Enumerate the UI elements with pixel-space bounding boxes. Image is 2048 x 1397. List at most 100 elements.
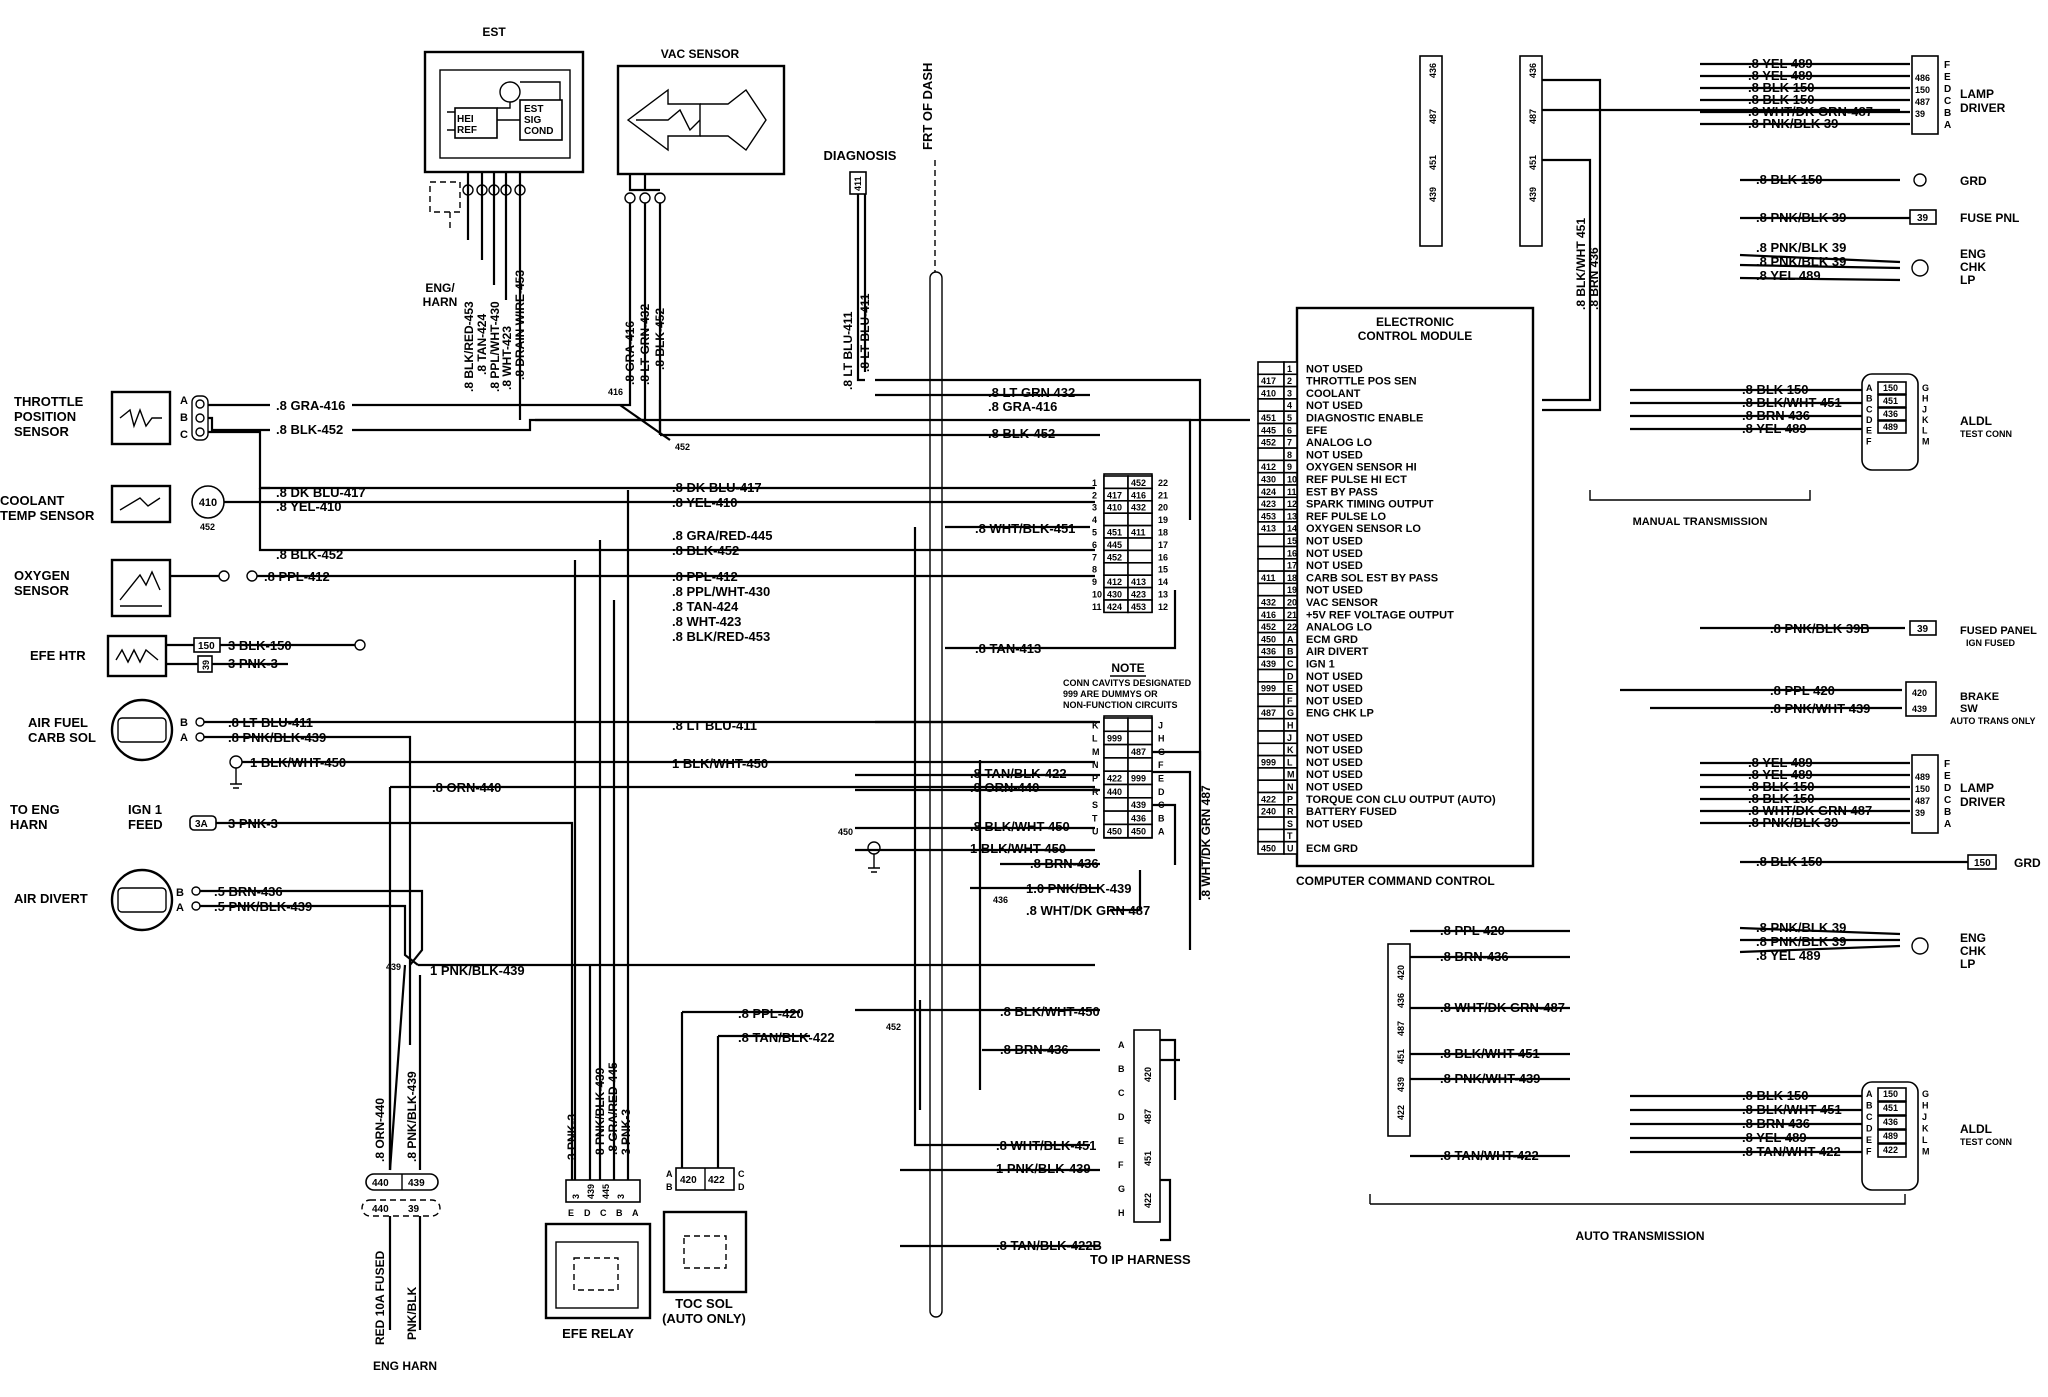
connj-l-1: 999 <box>1107 734 1122 744</box>
manAldl-pin-0: 150 <box>1883 383 1898 393</box>
ecm-pin-cell <box>1283 840 1298 855</box>
autoAldl-letter-5: J <box>1922 1112 1927 1122</box>
brake-439: 439 <box>1912 704 1927 714</box>
ecm-desc-12: REF PULSE LO <box>1306 511 1387 523</box>
conn22-cell-l <box>1103 475 1129 490</box>
conn22-ln-5: 6 <box>1092 540 1097 550</box>
connbottom-letter-7: H <box>1118 1208 1125 1218</box>
man-eng-line3: LP <box>1960 273 1975 287</box>
autoLamp-pin-2: 487 <box>1915 796 1930 806</box>
auto-left-connector: .8 PPL 420.8 BRN-436.8 WHT/DK GRN-487.8 … <box>1387 923 1570 1163</box>
conn22-ln-7: 8 <box>1092 565 1097 575</box>
splice-439: 439 <box>386 962 401 972</box>
connj-ll-5: R <box>1092 787 1099 797</box>
manLamp-pin-0: 486 <box>1915 73 1930 83</box>
auto-eng3: .8 YEL 489 <box>1756 948 1821 963</box>
autoLamp-wire-2: .8 BLK 150 <box>1748 779 1814 794</box>
relay-wires <box>573 490 630 1180</box>
est-sig-line2: SIG <box>524 115 541 126</box>
splice-416: 416 <box>608 387 623 397</box>
ign1-line1: IGN 1 <box>128 802 162 817</box>
connj-cell-l <box>1103 717 1129 733</box>
conn22-rn-9: 13 <box>1158 590 1168 600</box>
divert-pin-a: A <box>176 902 184 914</box>
connbottom-letter-0: A <box>1118 1040 1125 1050</box>
note-line3: NON-FUNCTION CIRCUITS <box>1063 700 1178 710</box>
manLamp-wire-0: .8 YEL 489 <box>1748 56 1813 71</box>
auto-blk150: .8 BLK 150 <box>1756 854 1822 869</box>
conn22-cell-r <box>1127 512 1153 527</box>
conn22-ln-3: 4 <box>1092 515 1097 525</box>
ecm-wire-cell <box>1257 730 1285 745</box>
brake-line3: AUTO TRANS ONLY <box>1950 716 2036 726</box>
ign1-pin: 3A <box>195 819 208 830</box>
ecm-pin-12: 13 <box>1287 511 1297 521</box>
frt-of-dash-label: FRT OF DASH <box>920 63 935 150</box>
ecm-pin-1: 2 <box>1287 376 1292 386</box>
manAldl-letter-3: H <box>1922 394 1929 404</box>
wire-throttle-b <box>208 416 270 432</box>
connbottom-wires <box>1160 1038 1180 1242</box>
autoAldl-wire-4: .8 TAN/WHT 422 <box>1742 1144 1841 1159</box>
manLamp-wire-5: .8 PNK/BLK 39 <box>1748 116 1838 131</box>
connbottom-letter-2: C <box>1118 1088 1125 1098</box>
conn-39: 39 <box>408 1204 420 1215</box>
wire-pnkblk439-v: .8 PNK/BLK-439 <box>405 1071 419 1162</box>
wire-brn436-v: .8 BRN 436 <box>1587 247 1601 310</box>
ecm-desc-33: NOT USED <box>1306 769 1363 781</box>
ecm-wire-23: 436 <box>1261 647 1276 657</box>
autoLamp-letter-0: F <box>1944 759 1950 770</box>
ecm-desc-18: NOT USED <box>1306 585 1363 597</box>
ecm-desc-35: TORQUE CON CLU OUTPUT (AUTO) <box>1306 794 1496 806</box>
manAldl-wire-0: .8 BLK 150 <box>1742 382 1808 397</box>
manAldl-wire-2: .8 BRN 436 <box>1742 408 1810 423</box>
ecm-pin-3: 4 <box>1287 401 1292 411</box>
ecm-pin-34: N <box>1287 782 1294 792</box>
oxygen-line2: SENSOR <box>14 583 70 598</box>
ground-symbol-mid <box>867 841 881 873</box>
autoLamp-letter-5: A <box>1944 819 1951 830</box>
autoAldl-letter-7: K <box>1922 1123 1929 1133</box>
connj-r-2: 487 <box>1131 747 1146 757</box>
manLamp-letter-0: F <box>1944 60 1950 71</box>
divert-pin-b: B <box>176 887 184 899</box>
to-eng-line2: HARN <box>10 817 48 832</box>
ecm-desc-9: REF PULSE HI ECT <box>1306 474 1407 486</box>
connbottom-letter-4: E <box>1118 1136 1124 1146</box>
wire-blk452-left: .8 BLK-452 <box>276 422 343 437</box>
est-sig-line3: COND <box>524 126 553 137</box>
connj-rl-4: E <box>1158 774 1164 784</box>
wire-pnk3-left: 3 PNK-3 <box>228 656 278 671</box>
wire-blkwht450b-mid: .8 BLK/WHT-450 <box>970 819 1070 834</box>
auto-other-wires <box>1739 860 1968 954</box>
connbottom-letter-1: B <box>1118 1064 1125 1074</box>
ecm-wire-cell <box>1257 828 1285 843</box>
ecm-pin-35: P <box>1287 794 1293 804</box>
manAldl-pin-box-0 <box>1877 381 1907 395</box>
manLamp-letter-3: C <box>1944 96 1951 107</box>
splice-450: 450 <box>838 827 853 837</box>
manAldl-pin-3: 489 <box>1883 422 1898 432</box>
autoAldl-pin-box-2 <box>1877 1115 1907 1130</box>
auto-fused-line1: FUSED PANEL <box>1960 625 2037 637</box>
brake-line2: SW <box>1960 703 1978 715</box>
ecm-wire-cell <box>1257 742 1285 757</box>
autoLamp-wire-5: .8 PNK/BLK 39 <box>1748 815 1838 830</box>
auto-lamp-line1: LAMP <box>1960 781 1994 795</box>
auto-ppl420: .8 PPL 420 <box>1770 683 1835 698</box>
ecm-pin-20: 21 <box>1287 610 1297 620</box>
connj-l-8: 450 <box>1107 827 1122 837</box>
vac-sensor: VAC SENSOR <box>616 47 786 435</box>
ecm-desc-24: IGN 1 <box>1306 659 1335 671</box>
est-hei-ref-line2: REF <box>457 125 477 136</box>
connj-right-wires <box>1152 750 1202 950</box>
